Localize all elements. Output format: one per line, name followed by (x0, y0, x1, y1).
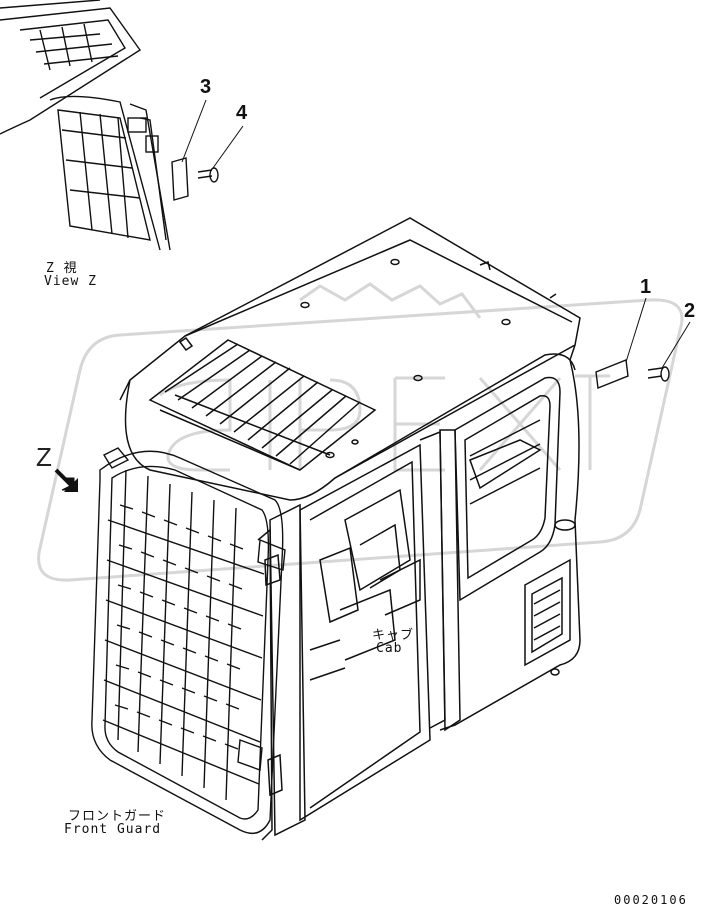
front-guard-label-jp: フロントガード (68, 809, 167, 824)
arrow-down-right-icon (54, 468, 78, 492)
main-leader-lines (625, 297, 691, 369)
cab-label-en: Cab (376, 641, 403, 656)
callout-2: 2 (684, 300, 696, 322)
view-z-marker: Z (36, 442, 52, 472)
part-1-plate (595, 359, 629, 389)
callout-1: 1 (640, 276, 652, 298)
view-z-label-jp: Z 視 (46, 261, 78, 276)
inset-leader-lines (181, 99, 244, 169)
part-number: 00020106 (614, 893, 688, 907)
part-4-bolt (197, 167, 219, 183)
part-3-plate (171, 157, 189, 201)
cab-label-jp: キャブ (372, 628, 415, 643)
callout-4: 4 (236, 102, 248, 124)
callout-3: 3 (200, 76, 212, 98)
front-guard-label-en: Front Guard (64, 822, 162, 837)
cab-body (119, 217, 581, 841)
part-2-bolt (647, 366, 670, 382)
view-z-inset (0, 0, 171, 251)
gear-watermark-icon (37, 282, 684, 582)
front-guard (91, 447, 286, 834)
view-z-label-en: View Z (44, 274, 97, 289)
